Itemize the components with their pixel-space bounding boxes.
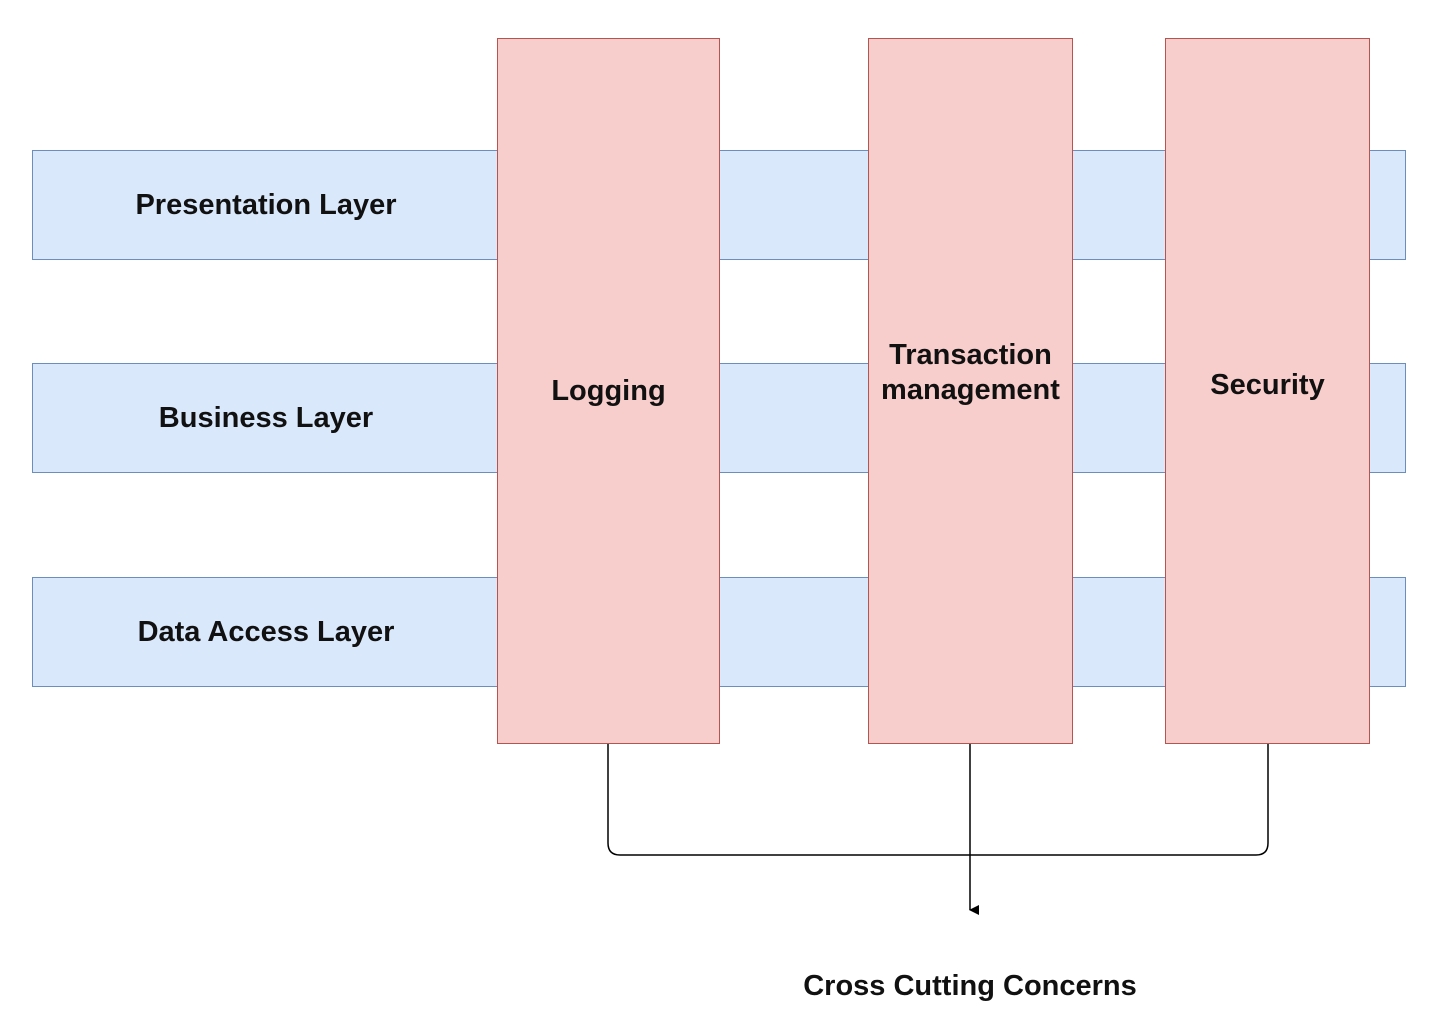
cross-cutting-concerns-caption: Cross Cutting Concerns: [803, 969, 1137, 1002]
concern-security: Security: [1165, 38, 1370, 744]
concern-transaction-management-label: Transaction management: [881, 339, 1060, 406]
layer-data-access-label: Data Access Layer: [137, 615, 395, 648]
layer-business-label: Business Layer: [158, 401, 374, 434]
concern-transaction-management: Transaction management: [868, 38, 1073, 744]
concern-logging-label: Logging: [551, 374, 666, 407]
concern-security-label: Security: [1210, 368, 1325, 401]
concern-logging: Logging: [497, 38, 720, 744]
bracket-connector: [607, 744, 1269, 856]
layer-presentation-label: Presentation Layer: [135, 188, 397, 221]
